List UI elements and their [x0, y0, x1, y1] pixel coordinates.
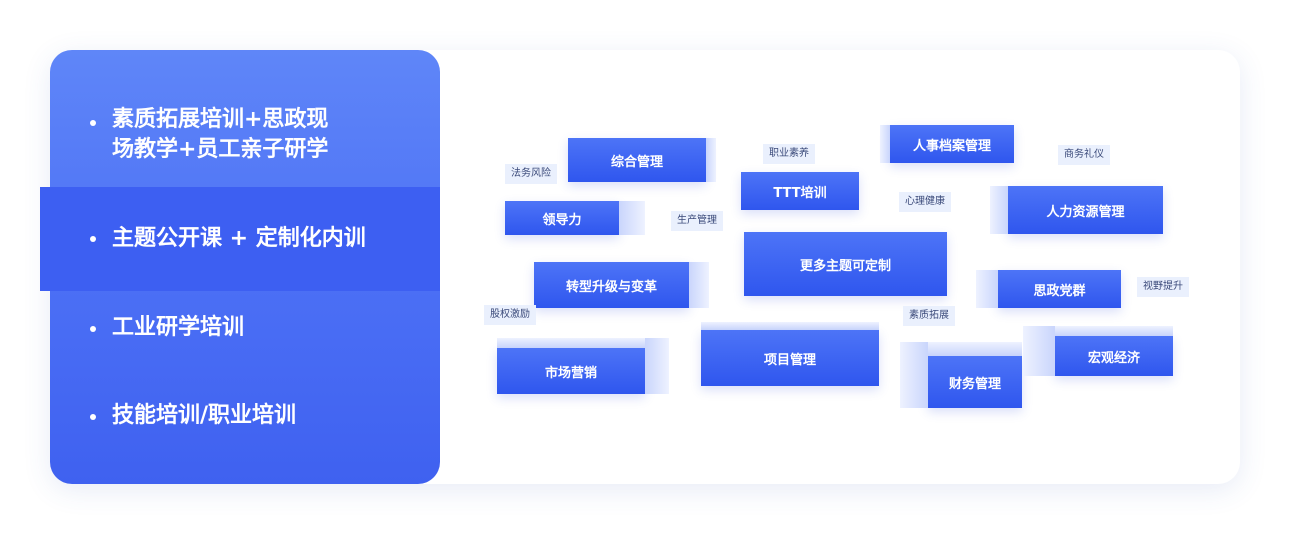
topic-label: TTT培训 — [773, 185, 827, 201]
menu-item-label: 素质拓展培训+思政现 — [112, 107, 329, 132]
tag-legal-risk[interactable]: 法务风险 — [505, 164, 557, 184]
menu-item-label: 主题公开课 + 定制化内训 — [112, 226, 366, 251]
topic-box-comprehensive-management[interactable]: 综合管理 — [568, 138, 716, 182]
bullet-dot-icon — [90, 236, 96, 242]
topic-box-marketing[interactable]: 市场营销 — [497, 338, 669, 394]
box-side-face — [706, 138, 716, 182]
box-top-face — [497, 338, 645, 348]
menu-item-quality-training[interactable]: 素质拓展培训+思政现 场教学+员工亲子研学 — [50, 105, 440, 165]
topic-box-more-custom-topics[interactable]: 更多主题可定制 — [744, 232, 947, 296]
tag-quality-expansion[interactable]: 素质拓展 — [903, 306, 955, 326]
box-side-face — [900, 342, 928, 408]
topic-label: 领导力 — [542, 212, 582, 228]
topic-box-project-management[interactable]: 项目管理 — [701, 322, 879, 386]
topic-label: 人事档案管理 — [912, 138, 991, 154]
menu-item-label: 工业研学培训 — [112, 315, 245, 340]
topic-label: 综合管理 — [610, 154, 663, 170]
box-side-face — [689, 262, 709, 308]
tag-business-etiquette[interactable]: 商务礼仪 — [1058, 145, 1110, 165]
menu-item-label: 技能培训/职业培训 — [112, 403, 297, 428]
topic-label: 市场营销 — [544, 365, 597, 381]
bullet-dot-icon — [90, 414, 96, 420]
box-side-face — [645, 338, 669, 394]
box-side-face — [1023, 326, 1055, 376]
active-menu-highlight — [40, 187, 440, 291]
topic-label: 更多主题可定制 — [799, 258, 891, 274]
topic-box-macroeconomics[interactable]: 宏观经济 — [1023, 326, 1173, 376]
topic-box-leadership[interactable]: 领导力 — [505, 201, 645, 235]
box-side-face — [990, 186, 1008, 234]
topic-box-human-resources[interactable]: 人力资源管理 — [990, 186, 1163, 234]
topic-box-transformation[interactable]: 转型升级与变革 — [534, 262, 709, 308]
topic-label: 宏观经济 — [1087, 350, 1140, 366]
menu-item-industrial-study[interactable]: 工业研学培训 — [50, 313, 440, 343]
box-top-face — [701, 322, 879, 330]
bullet-dot-icon — [90, 120, 96, 126]
topic-label: 人力资源管理 — [1046, 204, 1125, 220]
menu-item-public-course[interactable]: 主题公开课 + 定制化内训 — [40, 187, 440, 291]
tag-production-management[interactable]: 生产管理 — [671, 211, 723, 231]
box-side-face — [976, 270, 998, 308]
topic-box-party-affairs[interactable]: 思政党群 — [976, 270, 1121, 308]
bullet-dot-icon — [90, 326, 96, 332]
tag-equity-incentive[interactable]: 股权激励 — [484, 305, 536, 325]
box-side-face — [619, 201, 645, 235]
menu-item-label: 场教学+员工亲子研学 — [112, 137, 329, 162]
topic-box-ttt-training[interactable]: TTT培训 — [741, 172, 859, 210]
topic-label: 财务管理 — [948, 376, 1001, 392]
tag-vision-enhancement[interactable]: 视野提升 — [1137, 277, 1189, 297]
box-side-face — [880, 125, 890, 163]
topic-label: 转型升级与变革 — [565, 279, 657, 295]
topic-label: 思政党群 — [1033, 283, 1086, 299]
tag-professionalism[interactable]: 职业素养 — [763, 144, 815, 164]
box-top-face — [1055, 326, 1173, 336]
topic-label: 项目管理 — [763, 352, 816, 368]
topic-box-financial-management[interactable]: 财务管理 — [900, 342, 1022, 408]
box-top-face — [928, 342, 1022, 356]
menu-item-skill-training[interactable]: 技能培训/职业培训 — [50, 401, 440, 431]
topic-box-personnel-archives[interactable]: 人事档案管理 — [880, 125, 1014, 163]
tag-mental-health[interactable]: 心理健康 — [899, 192, 951, 212]
